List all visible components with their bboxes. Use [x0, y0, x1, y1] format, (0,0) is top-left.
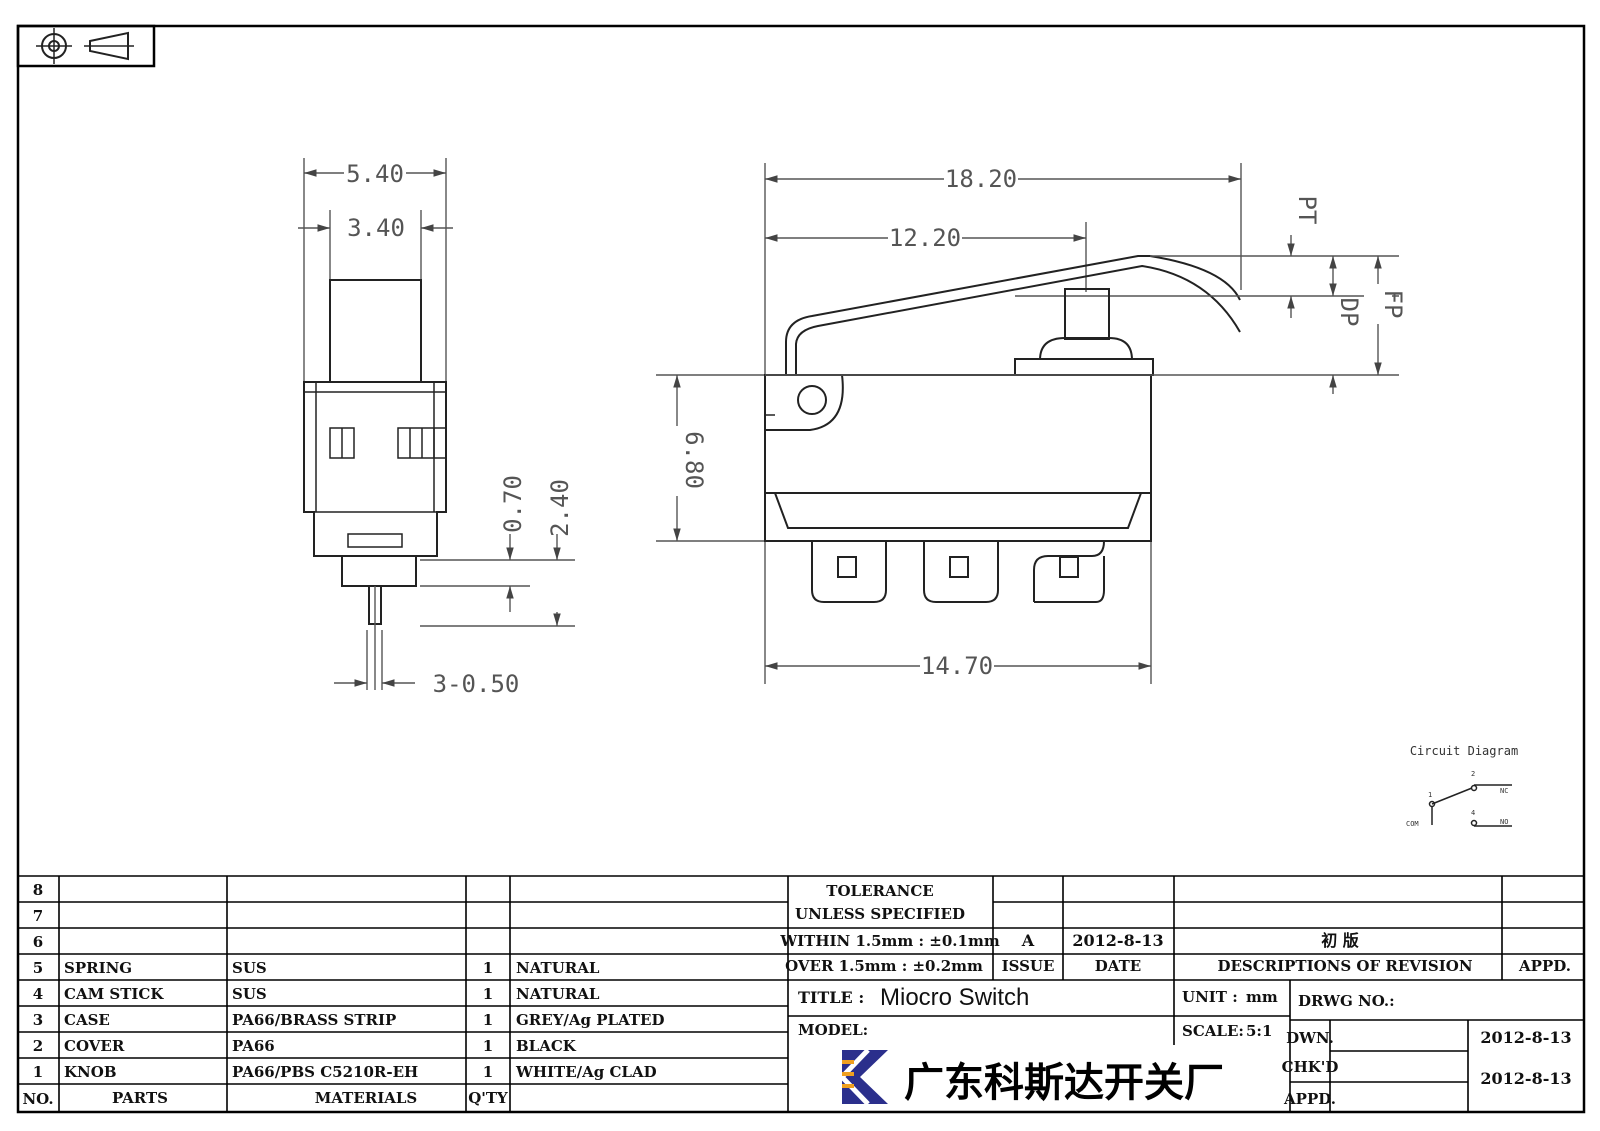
- bom-row-material: PA66/PBS C5210R-EH: [232, 1063, 418, 1081]
- bom-row-finish: NATURAL: [516, 985, 600, 1003]
- date-value: 2012-8-13: [1072, 931, 1163, 950]
- bom-row-material: PA66: [232, 1037, 275, 1055]
- front-view-drawing: 18.20 12.20 6.80 14.70: [656, 163, 1407, 684]
- unless-specified-label: UNLESS SPECIFIED: [795, 905, 965, 923]
- bom-row-finish: BLACK: [516, 1037, 577, 1055]
- bom-row-qty: 1: [483, 959, 493, 977]
- revision-label: DESCRIPTIONS OF REVISION: [1217, 957, 1472, 975]
- bom-row-no: 1: [33, 1063, 43, 1081]
- bom-row-no: 6: [33, 933, 43, 951]
- drwg-label: DRWG NO.:: [1298, 992, 1395, 1010]
- circuit-diagram: Circuit Diagram 1 2 4 COM NC NO: [1406, 744, 1518, 828]
- side-view-drawing: 5.40 3.40 0.70 2.40 3-0.50: [298, 158, 575, 698]
- projection-symbol-icon: [16, 24, 156, 68]
- bom-header-no: NO.: [22, 1090, 53, 1108]
- dim-fp: FP: [1379, 290, 1407, 319]
- title-block: TOLERANCE UNLESS SPECIFIED WITHIN 1.5mm …: [779, 876, 1584, 1112]
- bom-row-no: 5: [33, 959, 43, 977]
- revision-value: 初 版: [1321, 931, 1359, 950]
- scale-value: 5:1: [1246, 1022, 1272, 1040]
- bom-row-part: CAM STICK: [64, 985, 164, 1003]
- company-logo-icon: [838, 1048, 888, 1106]
- bom-row-part: COVER: [64, 1037, 125, 1055]
- dim-height: 6.80: [680, 431, 708, 489]
- unit-value: mm: [1246, 988, 1278, 1006]
- title-label: TITLE :: [798, 988, 864, 1007]
- bom-row-no: 7: [33, 907, 43, 925]
- dim-pt: PT: [1293, 196, 1321, 225]
- dim-actuator-pos: 12.20: [889, 224, 961, 252]
- circuit-title: Circuit Diagram: [1410, 744, 1518, 758]
- dim-dp: DP: [1335, 298, 1363, 327]
- bom-header-parts: PARTS: [112, 1089, 168, 1107]
- unit-label: UNIT :: [1182, 988, 1238, 1006]
- bom-header-qty: Q'TY: [468, 1089, 508, 1107]
- bom-row-finish: GREY/Ag PLATED: [516, 1011, 665, 1029]
- tolerance-label: TOLERANCE: [826, 882, 933, 900]
- chkd-label: CHK'D: [1282, 1058, 1339, 1076]
- bom-row-material: PA66/BRASS STRIP: [232, 1011, 396, 1029]
- dim-overall-length: 18.20: [945, 165, 1017, 193]
- bom-row-material: SUS: [232, 985, 267, 1003]
- bom-row-finish: NATURAL: [516, 959, 600, 977]
- tolerance-over: OVER 1.5mm : ±0.2mm: [785, 957, 983, 975]
- bom-row-part: SPRING: [64, 959, 132, 977]
- circuit-com: COM: [1406, 820, 1419, 828]
- circuit-pin2: 2: [1471, 770, 1475, 778]
- bom-row-no: 4: [33, 985, 43, 1003]
- bom-row-no: 2: [33, 1037, 43, 1055]
- dim-pin: 3-0.50: [433, 670, 520, 698]
- title-value: Miocro Switch: [880, 984, 1029, 1011]
- model-label: MODEL:: [798, 1021, 868, 1039]
- dim-overall-width: 5.40: [346, 160, 404, 188]
- scale-label: SCALE:: [1182, 1022, 1244, 1040]
- bom-row-no: 8: [33, 881, 43, 899]
- date-label: DATE: [1095, 957, 1141, 975]
- dwn-date: 2012-8-13: [1480, 1028, 1571, 1047]
- bom-row-qty: 1: [483, 985, 493, 1003]
- bom-row-qty: 1: [483, 1063, 493, 1081]
- bom-row-qty: 1: [483, 1037, 493, 1055]
- tolerance-within: WITHIN 1.5mm : ±0.1mm: [779, 932, 1000, 950]
- bom-row-part: CASE: [64, 1011, 110, 1029]
- appd2-label: APPD.: [1283, 1090, 1336, 1108]
- company-name: 广东科斯达开关厂: [904, 1060, 1224, 1106]
- dim-inner-width: 3.40: [347, 214, 405, 242]
- bom-row-part: KNOB: [64, 1063, 117, 1081]
- circuit-pin4: 4: [1471, 809, 1475, 817]
- circuit-nc: NC: [1500, 787, 1508, 795]
- circuit-no: NO: [1500, 818, 1508, 826]
- chkd-date: 2012-8-13: [1480, 1069, 1571, 1088]
- issue-label: ISSUE: [1002, 957, 1055, 975]
- bom-row-finish: WHITE/Ag CLAD: [515, 1063, 657, 1081]
- bom-header-materials: MATERIALS: [315, 1089, 418, 1107]
- circuit-pin1: 1: [1428, 791, 1432, 799]
- bom-row-no: 3: [33, 1011, 43, 1029]
- dim-gap-small: 0.70: [499, 475, 527, 533]
- appd-label: APPD.: [1518, 957, 1571, 975]
- bom-row-material: SUS: [232, 959, 267, 977]
- dim-base-length: 14.70: [921, 652, 993, 680]
- bom-row-qty: 1: [483, 1011, 493, 1029]
- issue-value: A: [1021, 931, 1035, 950]
- sheet-frame: [16, 24, 1586, 1114]
- dwn-label: DWN.: [1286, 1029, 1334, 1047]
- dim-gap-large: 2.40: [546, 479, 574, 537]
